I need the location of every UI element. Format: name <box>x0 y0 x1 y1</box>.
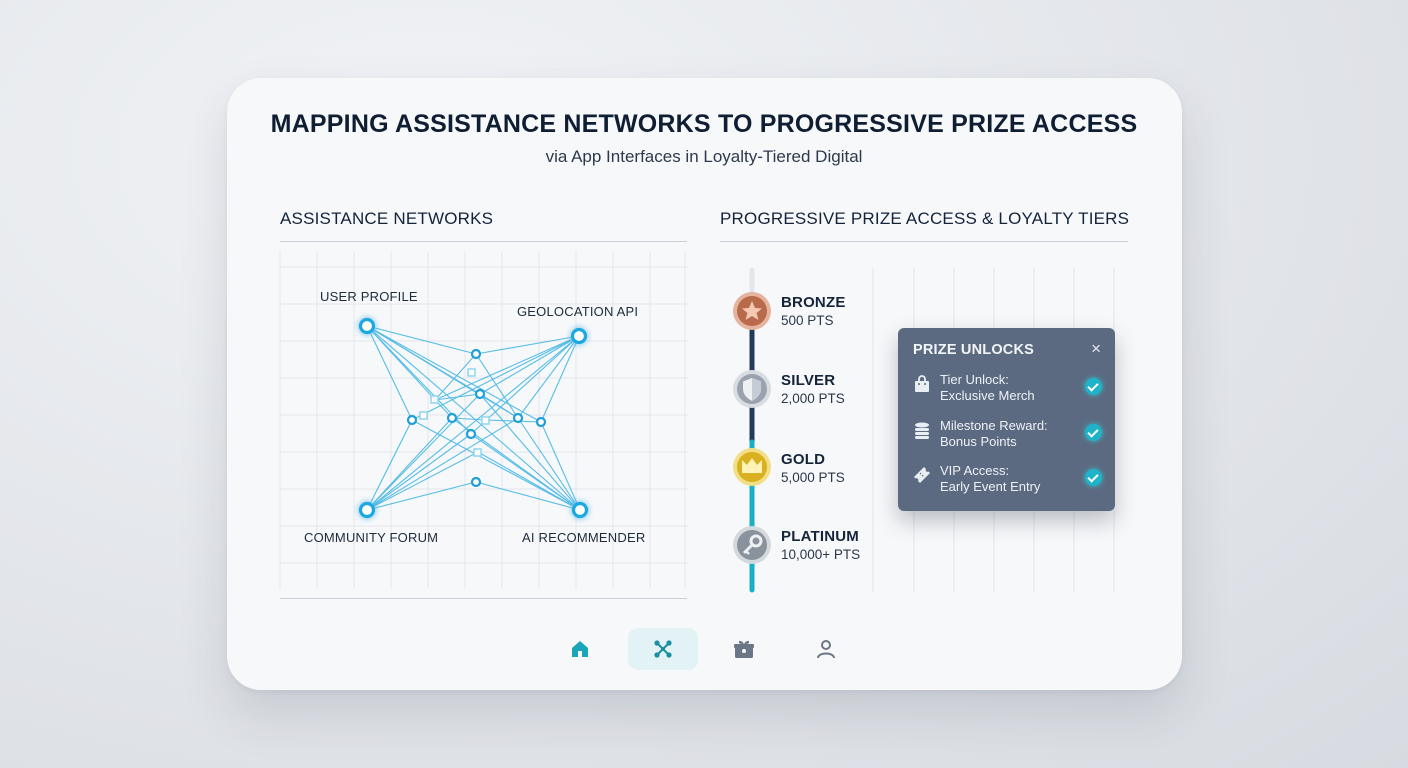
network-graph <box>279 252 688 588</box>
crown-icon <box>742 458 762 473</box>
silver-badge <box>733 370 771 408</box>
home-icon <box>572 641 588 657</box>
coins-icon <box>915 422 929 439</box>
nav-network-button[interactable] <box>628 628 698 670</box>
community-forum-node <box>358 501 376 519</box>
check-icon <box>1085 469 1102 486</box>
prize-item-detail: Exclusive Merch <box>940 388 1035 403</box>
network-icon <box>654 640 672 658</box>
tier-platinum-name: PLATINUM <box>781 528 859 545</box>
loyalty-timeline <box>733 267 1115 593</box>
tier-bronze-points: 500 PTS <box>781 313 834 328</box>
tier-silver-points: 2,000 PTS <box>781 391 845 406</box>
community-forum-label: COMMUNITY FORUM <box>304 530 439 545</box>
ticket-icon <box>914 467 930 483</box>
left-section-divider <box>280 241 687 242</box>
left-section-bottom-divider <box>280 598 687 599</box>
prize-item-detail: Bonus Points <box>940 434 1017 449</box>
key-icon <box>742 534 763 555</box>
prize-unlocks-popup: PRIZE UNLOCKS × Tier Unlock: Exclusive M… <box>898 328 1115 511</box>
gold-badge <box>733 448 771 486</box>
tier-gold-points: 5,000 PTS <box>781 470 845 485</box>
tier-gold-name: GOLD <box>781 451 826 468</box>
bronze-badge <box>733 292 771 330</box>
close-icon[interactable]: × <box>1091 339 1101 358</box>
shopping-bag-icon <box>915 375 929 392</box>
prize-item-milestone-reward[interactable]: Milestone Reward: Bonus Points <box>912 418 1102 452</box>
user-profile-node <box>358 317 376 335</box>
prize-item-vip-access[interactable]: VIP Access: Early Event Entry <box>912 463 1102 497</box>
network-minor-nodes <box>406 348 547 488</box>
nav-profile-button[interactable] <box>791 628 861 670</box>
platinum-badge <box>733 526 771 564</box>
prize-access-heading: PROGRESSIVE PRIZE ACCESS & LOYALTY TIERS <box>720 209 1130 228</box>
prize-item-label: Milestone Reward: <box>940 418 1048 433</box>
geolocation-api-label: GEOLOCATION API <box>517 304 639 319</box>
network-hub-nodes <box>358 317 589 519</box>
check-icon <box>1085 424 1102 441</box>
geolocation-api-node <box>570 327 588 345</box>
prize-item-label: VIP Access: <box>940 463 1010 478</box>
page-subtitle: via App Interfaces in Loyalty-Tiered Dig… <box>545 147 863 166</box>
popup-title: PRIZE UNLOCKS <box>913 342 1035 358</box>
tier-bronze-name: BRONZE <box>781 294 846 311</box>
ai-recommender-node <box>571 501 589 519</box>
prize-box-icon <box>734 640 754 658</box>
prize-item-label: Tier Unlock: <box>940 372 1009 387</box>
network-grid <box>279 252 688 588</box>
profile-icon <box>817 640 835 659</box>
nav-prizes-button[interactable] <box>709 628 779 670</box>
prize-item-detail: Early Event Entry <box>940 479 1041 494</box>
check-icon <box>1085 378 1102 395</box>
page-title: MAPPING ASSISTANCE NETWORKS TO PROGRESSI… <box>270 110 1138 138</box>
right-section-divider <box>720 241 1128 242</box>
nav-home-button[interactable] <box>545 628 615 670</box>
prize-item-tier-unlock[interactable]: Tier Unlock: Exclusive Merch <box>912 372 1102 406</box>
ai-recommender-label: AI RECOMMENDER <box>522 530 646 545</box>
assistance-networks-heading: ASSISTANCE NETWORKS <box>280 209 494 228</box>
user-profile-label: USER PROFILE <box>320 289 418 304</box>
star-icon <box>742 301 762 320</box>
tier-platinum-points: 10,000+ PTS <box>781 547 861 562</box>
tier-silver-name: SILVER <box>781 372 836 389</box>
